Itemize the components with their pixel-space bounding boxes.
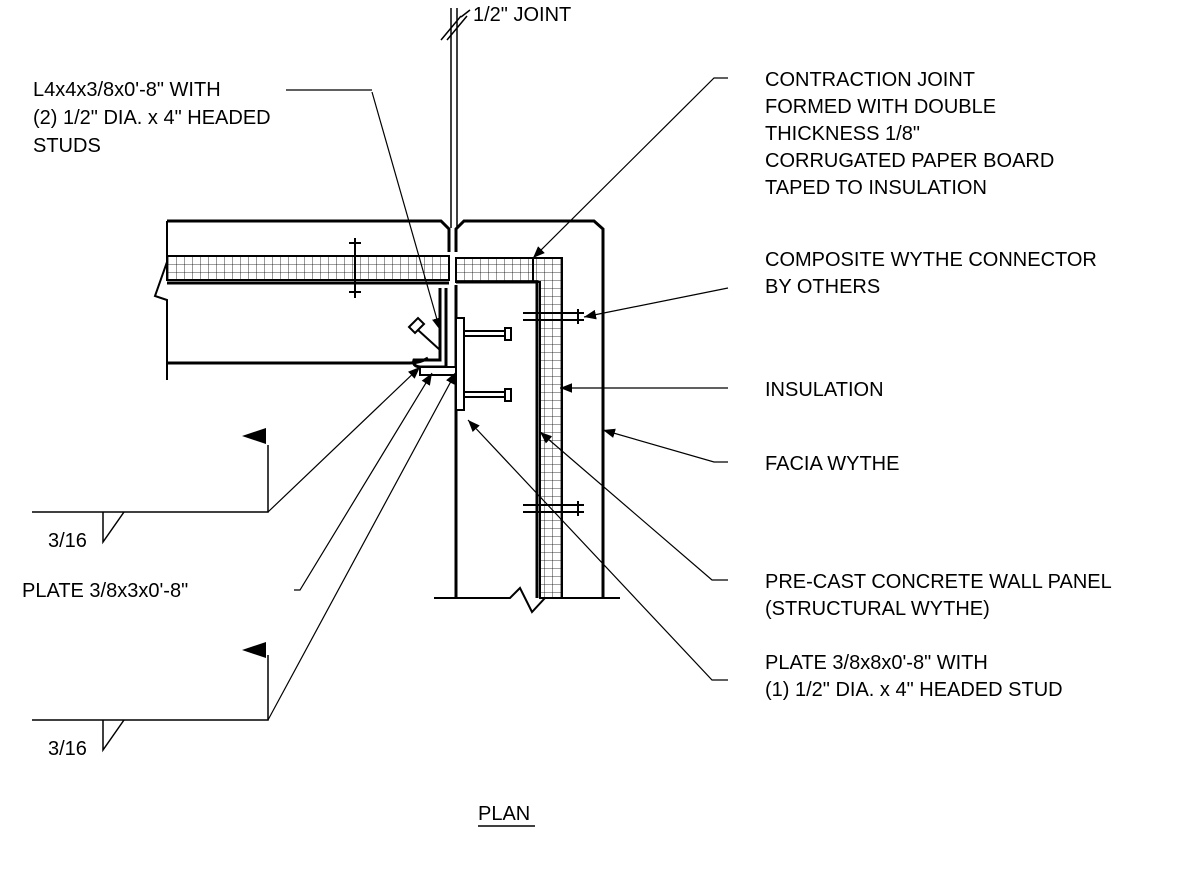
connector-label-line-1: COMPOSITE WYTHE CONNECTOR — [765, 249, 1097, 271]
weld-symbol-top — [32, 428, 269, 545]
contraction-label-line-4: CORRUGATED PAPER BOARD — [765, 150, 1054, 172]
contraction-label-line-2: FORMED WITH DOUBLE — [765, 96, 996, 118]
wythe-connector — [523, 309, 584, 516]
plate-8 — [455, 317, 465, 411]
weld-bottom-label: 3/16 — [48, 738, 87, 760]
roof-insulation — [166, 255, 450, 281]
plate-3 — [419, 366, 457, 376]
joint-label: 1/2" JOINT — [473, 4, 571, 26]
angle-label-line-3: STUDS — [33, 135, 101, 157]
view-title: PLAN — [478, 803, 530, 825]
roof-panel — [153, 219, 451, 380]
panel-label-line-2: (STRUCTURAL WYTHE) — [765, 598, 990, 620]
connector-label-line-2: BY OTHERS — [765, 276, 880, 298]
angle-label-line-2: (2) 1/2" DIA. x 4" HEADED — [33, 107, 271, 129]
angle-label-line-1: L4x4x3/8x0'-8" WITH — [33, 79, 221, 101]
weld-top-label: 3/16 — [48, 530, 87, 552]
facia-label: FACIA WYTHE — [765, 453, 899, 475]
insulation-label: INSULATION — [765, 379, 884, 401]
panel-label-line-1: PRE-CAST CONCRETE WALL PANEL — [765, 571, 1112, 593]
plate8-label-line-2: (1) 1/2" DIA. x 4" HEADED STUD — [765, 679, 1063, 701]
wall-panel — [412, 219, 620, 614]
leaders — [267, 77, 729, 721]
weld-symbol-bottom — [32, 642, 269, 753]
contraction-label-line-1: CONTRACTION JOINT — [765, 69, 975, 91]
contraction-label-line-3: THICKNESS 1/8" — [765, 123, 920, 145]
contraction-label-line-5: TAPED TO INSULATION — [765, 177, 987, 199]
wall-insulation — [455, 257, 563, 599]
plate3-label: PLATE 3/8x3x0'-8" — [22, 580, 188, 602]
joint — [440, 8, 471, 228]
plate8-label-line-1: PLATE 3/8x8x0'-8" WITH — [765, 652, 988, 674]
